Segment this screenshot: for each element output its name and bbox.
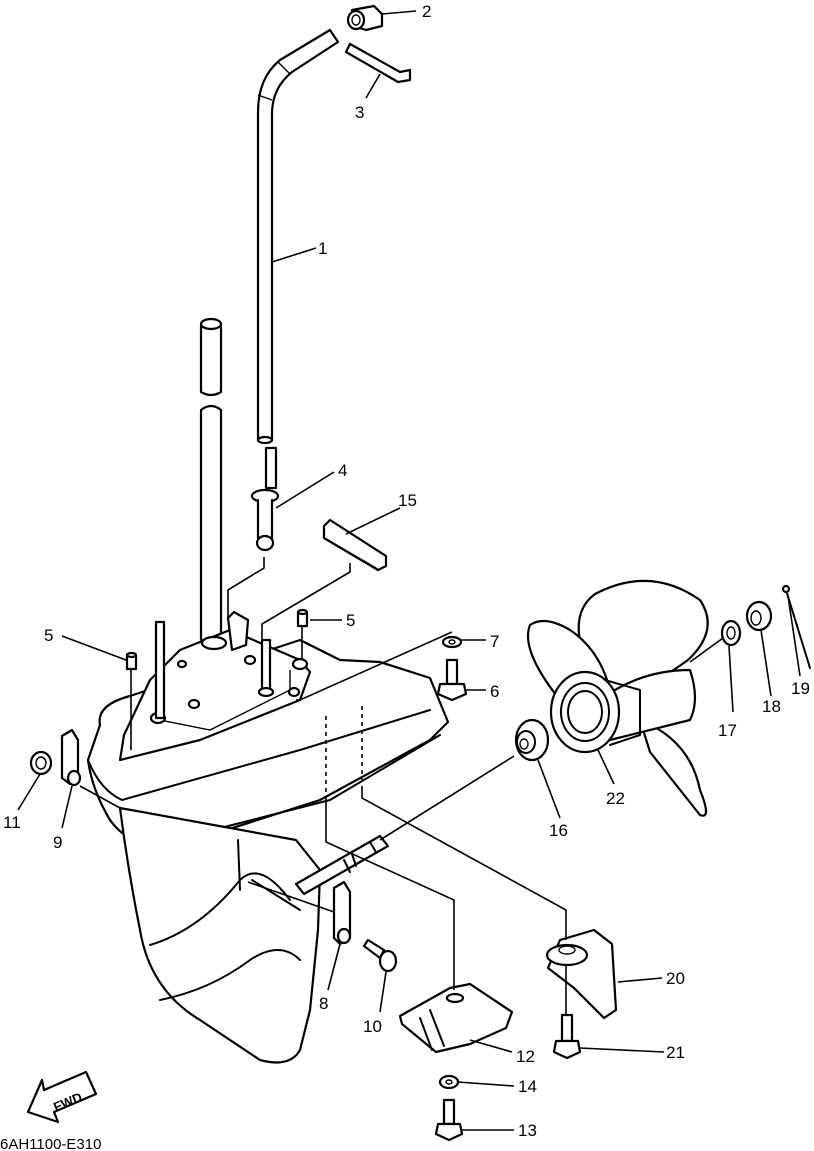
callout-5-right: 5	[346, 611, 355, 630]
propeller-part-22[interactable]	[526, 579, 709, 817]
callout-2: 2	[422, 2, 431, 21]
callout-21: 21	[666, 1043, 685, 1062]
washer-part-7[interactable]	[441, 635, 463, 649]
callout-9: 9	[53, 833, 62, 852]
callout-22: 22	[606, 789, 625, 808]
cotter-pin-part-19[interactable]	[781, 584, 811, 669]
assembly-lines	[79, 557, 724, 1015]
shift-cam-part-8[interactable]	[332, 880, 352, 946]
callout-17: 17	[718, 721, 737, 740]
callout-10: 10	[363, 1017, 382, 1036]
callout-16: 16	[549, 821, 568, 840]
callout-leaders	[17, 10, 801, 1131]
callout-1: 1	[318, 239, 327, 258]
callout-labels: 1 2 3 4 5 5 6 7 8 9 10 11 12 13 14 15 16…	[3, 2, 810, 1140]
callout-5-left: 5	[44, 626, 53, 645]
washer-part-17[interactable]	[720, 619, 742, 647]
rod-clip-part-2[interactable]	[346, 4, 384, 32]
diagram-code: 6AH1100-E310	[0, 1136, 101, 1151]
callout-12: 12	[516, 1047, 535, 1066]
callout-6: 6	[490, 682, 499, 701]
screw-part-10[interactable]	[362, 938, 398, 973]
gasket-part-15[interactable]	[322, 518, 388, 572]
callout-4: 4	[338, 461, 347, 480]
callout-19: 19	[791, 679, 810, 698]
callout-3: 3	[355, 103, 364, 122]
nut-part-11[interactable]	[29, 750, 53, 776]
callout-13: 13	[518, 1121, 537, 1140]
bolt-part-13[interactable]	[434, 1098, 464, 1142]
callout-11: 11	[3, 813, 21, 832]
shift-rod-joint-part-4[interactable]	[250, 446, 280, 552]
callout-18: 18	[762, 697, 781, 716]
lower-case-housing	[86, 610, 450, 1064]
washer-part-14[interactable]	[438, 1074, 460, 1090]
anode-part-12[interactable]	[398, 982, 514, 1054]
spacer-part-16[interactable]	[514, 718, 550, 762]
callout-15: 15	[398, 491, 417, 510]
shift-rod-part-1[interactable]	[256, 28, 340, 445]
dowel-pin-part-5-left[interactable]	[125, 651, 138, 671]
callout-8: 8	[319, 994, 328, 1013]
bolt-part-6[interactable]	[436, 658, 468, 702]
dowel-pin-part-5-right[interactable]	[296, 608, 309, 628]
callout-14: 14	[518, 1077, 537, 1096]
retaining-pin-part-3[interactable]	[344, 42, 412, 84]
bolt-part-21[interactable]	[552, 1013, 582, 1060]
trim-tab-part-20[interactable]	[545, 928, 618, 1020]
forward-direction-arrow: FWD	[26, 1070, 98, 1124]
drive-shaft	[199, 317, 223, 642]
nut-part-18[interactable]	[745, 600, 773, 632]
bracket-part-9[interactable]	[60, 728, 82, 787]
callout-20: 20	[666, 969, 685, 988]
callout-7: 7	[490, 632, 499, 651]
